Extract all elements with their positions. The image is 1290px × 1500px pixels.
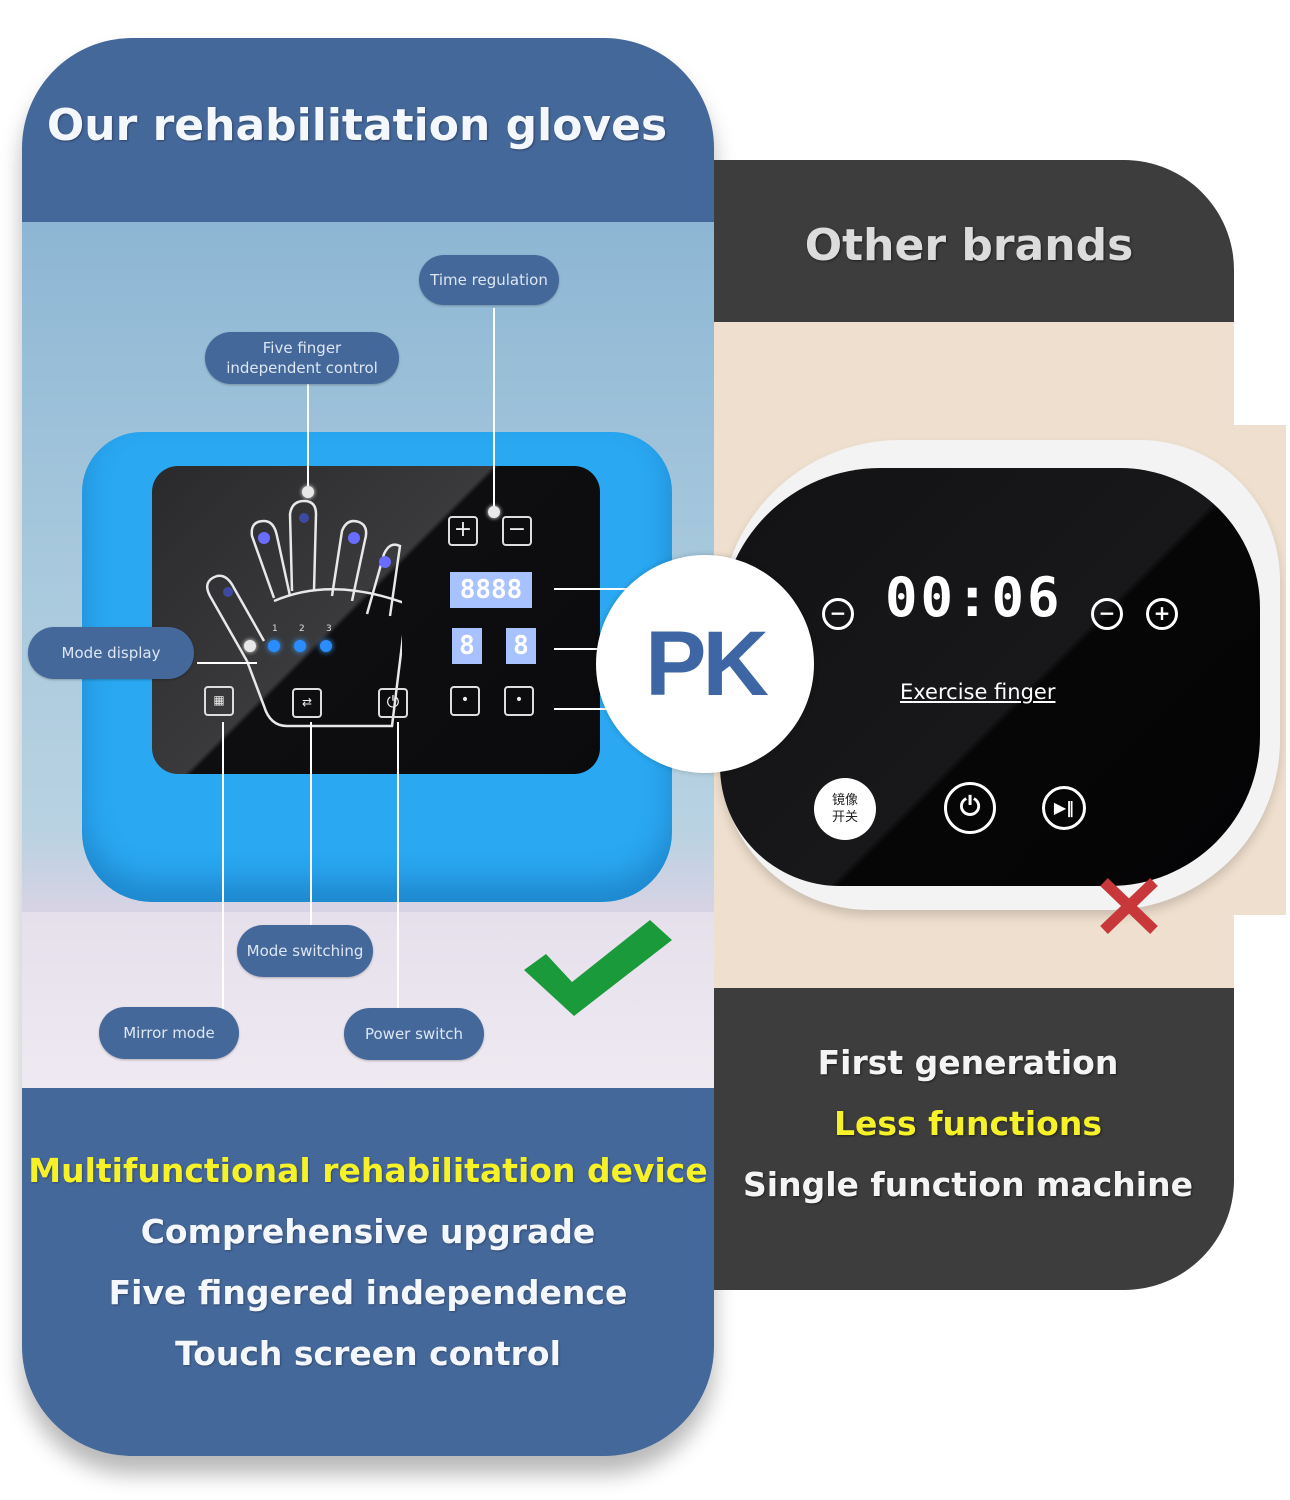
- mode-led-2: [294, 640, 306, 652]
- power-key[interactable]: ⏻: [378, 688, 408, 718]
- mode-number-3: 3: [326, 624, 332, 634]
- dot-key-right[interactable]: •: [504, 686, 534, 716]
- time-regulation-line: [493, 308, 495, 510]
- mode-display-pointer: [244, 640, 256, 652]
- time-regulation-pointer: [488, 506, 500, 518]
- callout-mirror-mode: Mirror mode: [99, 1007, 239, 1059]
- time-display: 8888: [450, 572, 532, 608]
- callout-power-switch: Power switch: [344, 1008, 484, 1060]
- other-brands-title: Other brands: [804, 220, 1134, 271]
- digit-display-left: 8: [452, 628, 482, 664]
- other-features-list: First generation Less functions Single f…: [714, 1032, 1222, 1215]
- feature-comprehensive-upgrade: Comprehensive upgrade: [140, 1212, 596, 1251]
- power-icon[interactable]: ⏻: [944, 782, 996, 834]
- dot-key-left[interactable]: •: [450, 686, 480, 716]
- feature-less-functions: Less functions: [834, 1104, 1102, 1143]
- mirror-switch-button[interactable]: 镜像 开关: [814, 778, 876, 840]
- feature-single-function: Single function machine: [743, 1165, 1193, 1204]
- hand-outline-icon: [205, 499, 402, 728]
- plus-key[interactable]: +: [448, 516, 478, 546]
- digit-display-right: 8: [506, 628, 536, 664]
- mirror-switch-line2: 开关: [831, 810, 858, 825]
- mirror-switch-line1: 镜像: [831, 793, 858, 808]
- callout-five-finger-line2: independent control: [226, 359, 378, 377]
- our-gloves-title: Our rehabilitation gloves: [46, 100, 668, 151]
- check-icon: [524, 920, 672, 1016]
- our-features-list: Multifunctional rehabilitation device Co…: [22, 1140, 714, 1384]
- callout-mode-display: Mode display: [28, 627, 194, 679]
- mirror-mode-key[interactable]: ▦: [204, 686, 234, 716]
- mode-switching-line: [310, 722, 312, 927]
- other-time-display: 00:06: [885, 566, 1063, 629]
- mirror-mode-line: [222, 722, 224, 1032]
- minus-circle-icon[interactable]: −: [822, 598, 854, 630]
- pk-versus-badge: PK: [596, 555, 814, 773]
- plus-circle-icon[interactable]: +: [1146, 598, 1178, 630]
- mode-led-3: [320, 640, 332, 652]
- mode-display-line: [197, 662, 257, 664]
- feature-first-generation: First generation: [817, 1043, 1119, 1082]
- minus-key[interactable]: −: [502, 516, 532, 546]
- minus-circle-icon-2[interactable]: −: [1091, 598, 1123, 630]
- five-finger-pointer: [302, 486, 314, 498]
- mode-led-1: [268, 640, 280, 652]
- feature-five-fingered: Five fingered independence: [108, 1273, 628, 1312]
- play-pause-icon[interactable]: ▶‖: [1042, 786, 1086, 830]
- feature-touch-screen: Touch screen control: [175, 1334, 561, 1373]
- mode-switch-key[interactable]: ⇄: [292, 688, 322, 718]
- callout-five-finger-line1: Five finger: [262, 339, 342, 357]
- mode-number-1: 1: [272, 624, 278, 634]
- callout-five-finger: Five finger independent control: [205, 332, 399, 384]
- five-finger-line: [307, 372, 309, 492]
- mode-number-2: 2: [299, 624, 305, 634]
- exercise-finger-label: Exercise finger: [900, 680, 1056, 704]
- callout-time-regulation: Time regulation: [419, 255, 559, 305]
- feature-multifunctional: Multifunctional rehabilitation device: [28, 1151, 708, 1190]
- power-switch-line: [397, 722, 399, 1008]
- device-touch-screen: 1 2 3 ▦ ⇄ ⏻ + − 8888 8 8 • •: [152, 466, 600, 774]
- cross-icon: [1100, 878, 1158, 934]
- callout-mode-switching: Mode switching: [237, 925, 373, 977]
